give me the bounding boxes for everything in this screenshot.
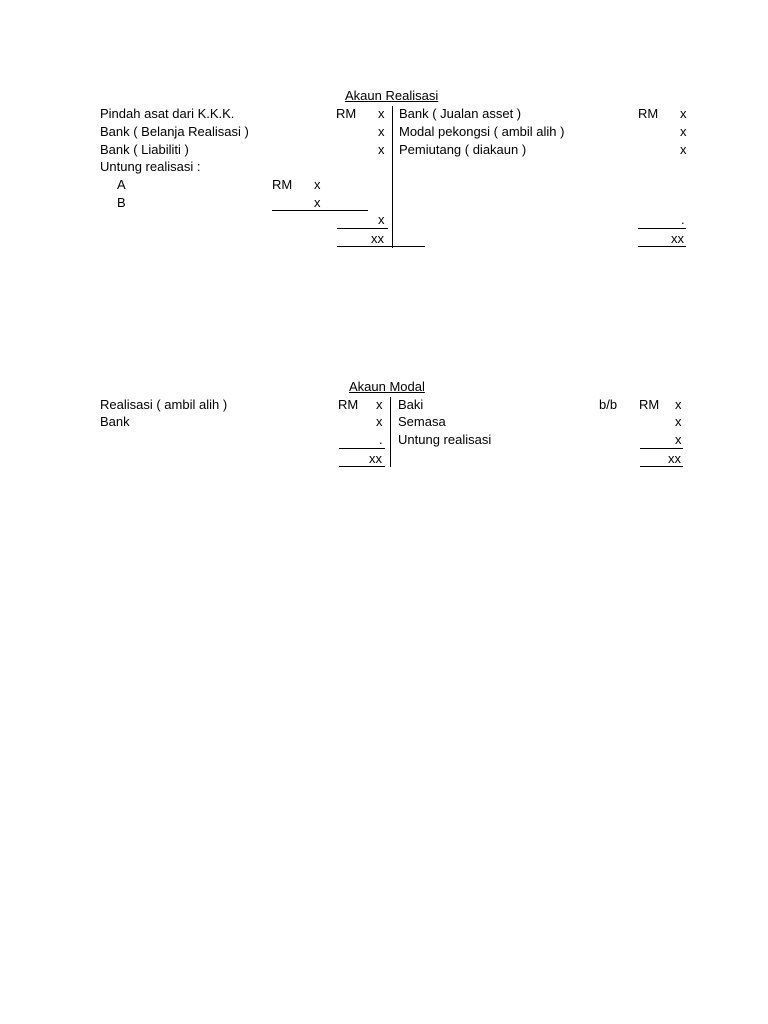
realisasi-partner-underline [272,210,368,211]
realisasi-left-subtotal: x [378,212,385,227]
realisasi-pemiutang: Pemiutang ( diakaun ) [399,142,527,157]
realisasi-liabiliti: Bank ( Liabiliti ) [100,142,189,157]
realisasi-modal-pekongsi: Modal pekongsi ( ambil alih ) [399,124,565,139]
modal-right-subtotal-line [640,448,683,449]
modal-left-bank-amount: x [376,414,383,429]
realisasi-right-jualan-amount: x [680,106,687,121]
realisasi-left-rm-header: RM [336,106,357,121]
realisasi-untung: Untung realisasi : [100,159,201,174]
modal-right-total-line [640,466,683,467]
realisasi-left-belanja-amount: x [378,124,385,139]
modal-semasa: Semasa [398,414,446,429]
realisasi-left-total: xx [371,231,384,246]
realisasi-t-divider [392,106,393,248]
realisasi-partner-b-amount: x [314,195,321,210]
realisasi-right-subtotal-line [638,228,686,229]
modal-right-total: xx [668,451,681,466]
modal-realisasi-ambil-alih: Realisasi ( ambil alih ) [100,397,228,412]
realisasi-right-subtotal: . [681,212,685,227]
modal-untung-realisasi: Untung realisasi [398,432,492,447]
modal-left-subtotal-line [339,448,385,449]
realisasi-right-pemiutang-amount: x [680,142,687,157]
realisasi-partner-a: A [117,177,126,192]
modal-title: Akaun Modal [349,379,425,394]
realisasi-title: Akaun Realisasi [345,88,439,103]
modal-left-total-line [339,466,385,467]
realisasi-left-total-line [337,246,425,247]
realisasi-right-modal-amount: x [680,124,687,139]
modal-left-total: xx [369,451,382,466]
realisasi-pindah-asat: Pindah asat dari K.K.K. [100,106,235,121]
realisasi-left-pindah-amount: x [378,106,385,121]
modal-left-rm-header: RM [338,397,359,412]
modal-right-untung-amount: x [675,432,682,447]
modal-right-semasa-amount: x [675,414,682,429]
modal-baki: Baki [398,397,424,412]
realisasi-right-rm-header: RM [638,106,659,121]
realisasi-left-liabiliti-amount: x [378,142,385,157]
realisasi-belanja: Bank ( Belanja Realisasi ) [100,124,249,139]
modal-right-rm-header: RM [639,397,660,412]
modal-bank: Bank [100,414,130,429]
modal-t-divider [390,397,391,467]
realisasi-jualan-asset: Bank ( Jualan asset ) [399,106,522,121]
realisasi-right-total-line [638,246,686,247]
realisasi-partner-b: B [117,195,126,210]
realisasi-right-total: xx [671,231,684,246]
modal-bb: b/b [599,397,618,412]
realisasi-partner-a-amount: x [314,177,321,192]
realisasi-left-subtotal-line [337,228,388,229]
modal-left-subtotal: . [379,432,383,447]
modal-left-realisasi-amount: x [376,397,383,412]
modal-right-baki-amount: x [675,397,682,412]
realisasi-sub-rm: RM [272,177,293,192]
